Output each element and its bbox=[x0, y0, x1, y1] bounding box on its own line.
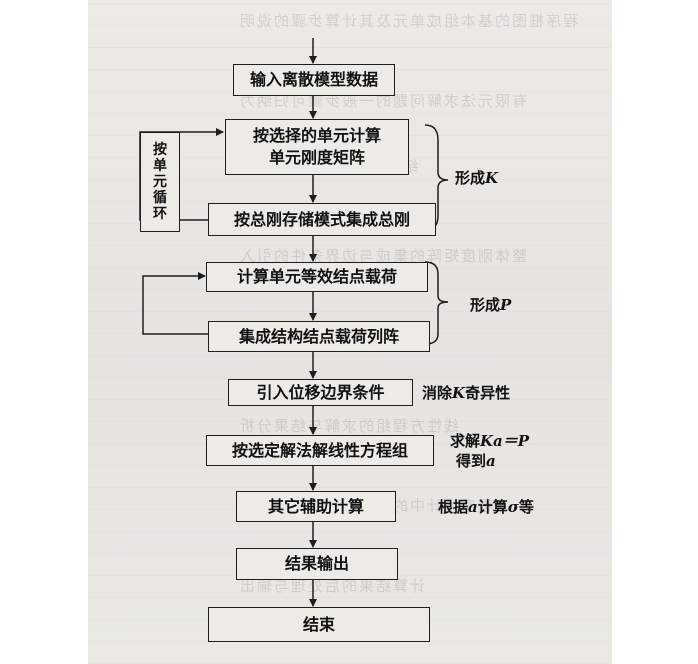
step-input-data: 输入离散模型数据 bbox=[233, 64, 395, 96]
step-equivalent-load: 计算单元等效结点载荷 bbox=[206, 262, 428, 292]
loop-label: 按 单 元 循 环 bbox=[153, 142, 167, 222]
loop-label-box: 按 单 元 循 环 bbox=[140, 132, 180, 232]
note-form-k: 形成K bbox=[455, 169, 499, 187]
step-solve-equations: 按选定解法解线性方程组 bbox=[206, 435, 434, 466]
note-solve: 求解Ka＝P bbox=[450, 432, 530, 450]
step-boundary-conditions: 引入位移边界条件 bbox=[228, 379, 413, 406]
note-eliminate-singularity: 消除K奇异性 bbox=[422, 384, 511, 402]
brace-form-k bbox=[424, 124, 449, 231]
step-end: 结束 bbox=[208, 607, 430, 642]
step-element-stiffness: 按选择的单元计算单元刚度矩阵 bbox=[225, 119, 409, 175]
step-result-output: 结果输出 bbox=[236, 548, 398, 580]
note-form-p: 形成P bbox=[470, 296, 512, 314]
note-auxiliary: 根据a计算σ等 bbox=[438, 498, 534, 516]
step-auxiliary-calc: 其它辅助计算 bbox=[236, 491, 396, 522]
loop-load-arrow bbox=[142, 272, 208, 335]
step-assemble-load: 集成结构结点载荷列阵 bbox=[208, 321, 430, 352]
note-obtain-a: 得到a bbox=[456, 452, 496, 470]
book-page: 程序框图的基本组成单元及其计算步骤的说明 有限元法求解问题的一般步骤可归纳为 结… bbox=[88, 0, 612, 664]
brace-form-p bbox=[424, 261, 449, 345]
step-assemble-stiffness: 按总刚存储模式集成总刚 bbox=[208, 203, 436, 236]
